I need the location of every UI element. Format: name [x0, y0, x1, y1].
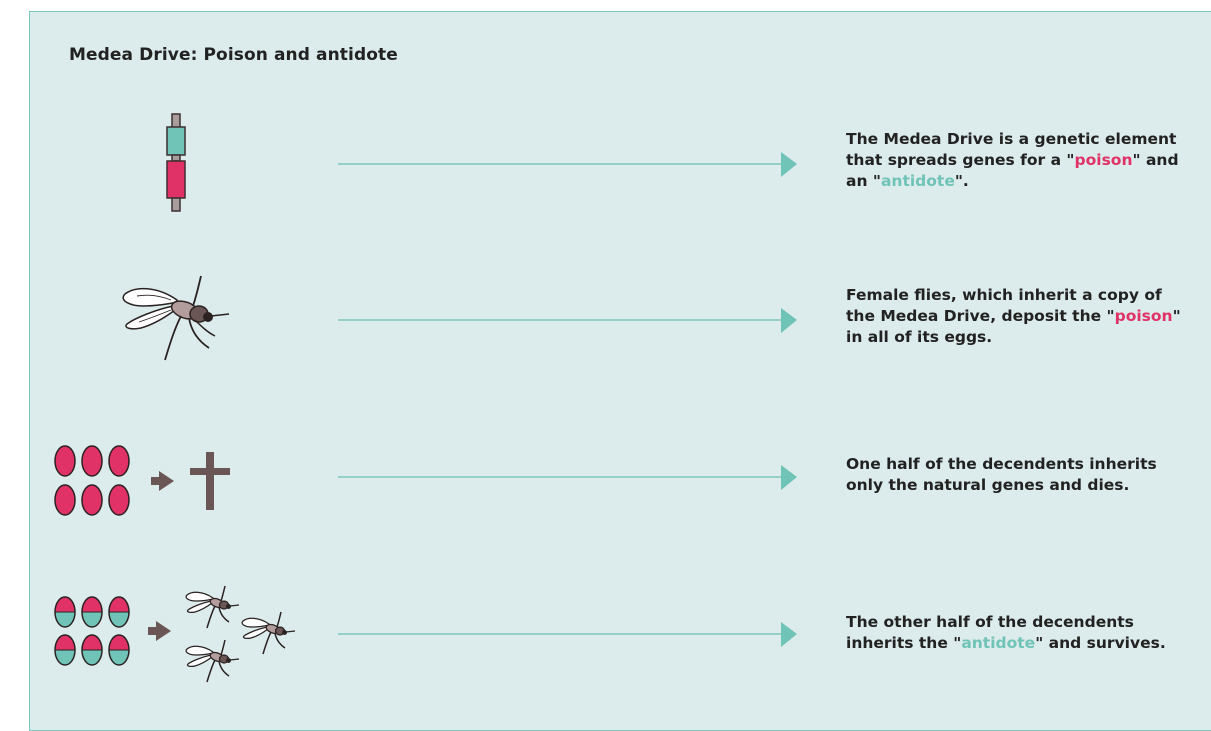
connector-arrow-3 [338, 465, 797, 490]
diagram-panel [29, 11, 1211, 731]
row-4-description: The other half of the decendents inherit… [846, 612, 1196, 654]
small-fly-icon [241, 611, 296, 655]
poison-egg-group [54, 445, 130, 516]
row-4-text-after: " and survives. [1035, 634, 1166, 652]
antidote-word: antidote [961, 634, 1036, 652]
row-2-text-after: " in all of its eggs. [846, 307, 1181, 346]
row-1-text-middle: " and an " [846, 151, 1179, 190]
cross-icon [190, 452, 230, 510]
fly-icon [122, 275, 230, 361]
connector-arrow-2 [338, 308, 797, 333]
row-4-text-before: The other half of the decendents inherit… [846, 613, 1134, 652]
antidote-word: antidote [880, 172, 955, 190]
connector-arrow-1 [338, 152, 797, 177]
row-3-description: One half of the decendents inherits only… [846, 455, 1157, 494]
poison-word: poison [1114, 307, 1173, 325]
arrow-right-icon [151, 471, 174, 491]
row-1-description: The Medea Drive is a genetic element tha… [846, 129, 1196, 192]
eggs-to-cross-icon [54, 445, 230, 516]
chromosome-icon [166, 113, 186, 212]
arrow-right-icon [148, 621, 171, 641]
row-2-description: Female flies, which inherit a copy of th… [846, 285, 1196, 348]
half-antidote-egg-group [54, 596, 130, 666]
small-fly-icon [185, 585, 240, 629]
small-fly-icon [185, 639, 240, 683]
row-1-text-after: ". [954, 172, 969, 190]
eggs-to-flies-icon [54, 585, 296, 683]
connector-arrow-4 [338, 622, 797, 647]
diagram-title: Medea Drive: Poison and antidote [69, 45, 398, 65]
row-2-text-before: Female flies, which inherit a copy of th… [846, 286, 1162, 325]
row-1-text-before: The Medea Drive is a genetic element tha… [846, 130, 1177, 169]
poison-word: poison [1074, 151, 1133, 169]
